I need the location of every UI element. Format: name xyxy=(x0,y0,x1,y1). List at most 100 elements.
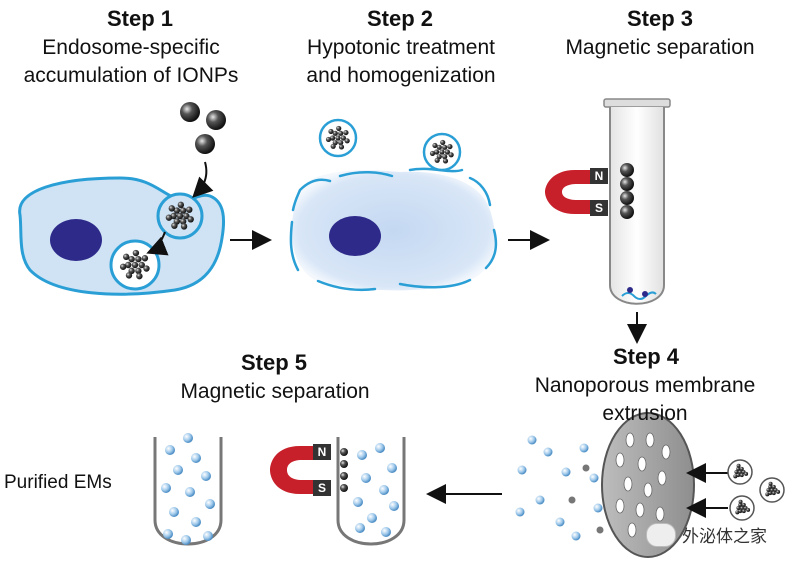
ionp xyxy=(338,144,345,150)
vesicle xyxy=(387,463,397,473)
ionp xyxy=(746,507,751,512)
ionp xyxy=(736,463,741,468)
ionp xyxy=(335,135,341,141)
step4-desc-line1: Nanoporous membrane xyxy=(534,374,756,397)
extracellular-vesicle xyxy=(561,467,571,477)
purified-vesicle xyxy=(163,529,173,539)
step3-title: Step 3 xyxy=(626,6,694,31)
north-pole-label: N xyxy=(594,169,604,183)
purified-vesicle xyxy=(205,499,215,509)
ionp xyxy=(741,502,746,507)
vesicle xyxy=(355,523,365,533)
south-pole-label: S xyxy=(317,481,326,495)
ionp xyxy=(340,135,346,141)
ionp xyxy=(740,506,744,510)
pore xyxy=(635,502,645,518)
purified-vesicle xyxy=(191,517,201,527)
ionp xyxy=(187,216,194,223)
pore xyxy=(615,498,625,514)
ionp xyxy=(206,110,226,130)
pore xyxy=(615,452,625,468)
captured-ionp xyxy=(340,448,348,456)
extracellular-vesicle xyxy=(571,531,581,541)
south-pole-label: S xyxy=(594,201,603,215)
extracellular-vesicle xyxy=(535,495,545,505)
ionp xyxy=(135,255,142,263)
step2-title: Step 2 xyxy=(366,6,434,31)
ionp xyxy=(119,263,127,270)
pore xyxy=(623,476,633,492)
vesicle xyxy=(389,501,399,511)
ionp xyxy=(168,205,175,212)
uptake-arrow xyxy=(192,161,214,198)
extracellular-vesicle xyxy=(517,465,527,475)
captured-endosome xyxy=(620,205,634,219)
ionp-fragment xyxy=(568,496,576,504)
pore xyxy=(661,444,671,460)
ionp xyxy=(776,489,781,494)
ionp xyxy=(429,150,436,157)
ionp xyxy=(343,129,349,136)
ionp xyxy=(143,265,150,272)
ionp xyxy=(179,207,187,214)
ionp xyxy=(765,492,770,497)
ionp xyxy=(330,135,336,141)
step4-title: Step 4 xyxy=(612,344,680,369)
step1-desc-line1: Endosome-specific xyxy=(42,36,220,59)
pore xyxy=(625,432,635,448)
ionp xyxy=(444,149,450,155)
purified-vesicle xyxy=(173,465,183,475)
ionp xyxy=(432,142,438,149)
ionp xyxy=(434,149,440,155)
ionp xyxy=(328,128,334,135)
extracellular-vesicle xyxy=(579,443,589,453)
vesicle xyxy=(361,473,371,483)
ionp xyxy=(439,149,445,155)
ionp xyxy=(180,102,200,122)
extracellular-vesicle xyxy=(555,517,565,527)
step1-title: Step 1 xyxy=(106,6,174,31)
magnet-step3 xyxy=(545,168,608,216)
step5-title: Step 5 xyxy=(240,350,308,375)
ionp xyxy=(768,484,773,489)
watermark-text: 外泌体之家 xyxy=(682,527,767,547)
ionp xyxy=(739,473,744,478)
ionp xyxy=(736,466,741,471)
ionp xyxy=(171,222,178,229)
ionp xyxy=(738,499,743,504)
vesicle xyxy=(367,513,377,523)
captured-ionp xyxy=(340,460,348,468)
captured-ionp xyxy=(340,484,348,492)
vesicle xyxy=(353,497,363,507)
ionp xyxy=(768,481,773,486)
ionp xyxy=(766,488,771,492)
ionp xyxy=(735,510,740,515)
pore xyxy=(645,432,655,448)
ionp xyxy=(739,466,744,471)
ionp xyxy=(447,143,453,150)
extracellular-vesicle xyxy=(543,447,553,457)
ionp xyxy=(176,212,184,220)
ionp xyxy=(135,267,142,275)
purified-vesicle xyxy=(183,433,193,443)
extracellular-vesicle xyxy=(515,507,525,517)
purified-vesicle xyxy=(185,487,195,497)
ionp xyxy=(771,491,776,496)
ionp xyxy=(128,255,135,263)
ionp xyxy=(770,488,774,492)
purified-vesicle xyxy=(165,445,175,455)
ionp xyxy=(436,144,442,150)
ionp xyxy=(448,152,454,158)
ionp xyxy=(336,125,342,132)
ionp-fragment xyxy=(582,464,590,472)
extracellular-vesicle xyxy=(593,503,603,513)
ionp xyxy=(442,144,448,150)
vesicle xyxy=(381,527,391,537)
ionp xyxy=(195,134,215,154)
ionp xyxy=(442,158,449,164)
pore xyxy=(643,482,653,498)
vesicle xyxy=(375,443,385,453)
watermark: 外泌体之家 xyxy=(646,522,767,547)
purified-vesicle xyxy=(201,471,211,481)
